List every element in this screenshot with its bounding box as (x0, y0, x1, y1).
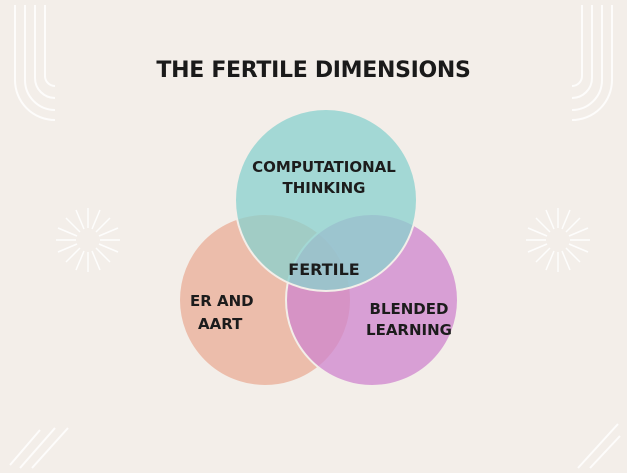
label-computational-line2: THINKING (283, 179, 366, 197)
label-er-aart-line2: AART (198, 315, 243, 333)
label-blended-line2: LEARNING (366, 321, 452, 339)
label-er-aart-line1: ER AND (190, 292, 254, 310)
label-blended-line1: BLENDED (370, 300, 449, 318)
label-computational-line1: COMPUTATIONAL (252, 158, 396, 176)
label-center-fertile: FERTILE (288, 260, 359, 279)
